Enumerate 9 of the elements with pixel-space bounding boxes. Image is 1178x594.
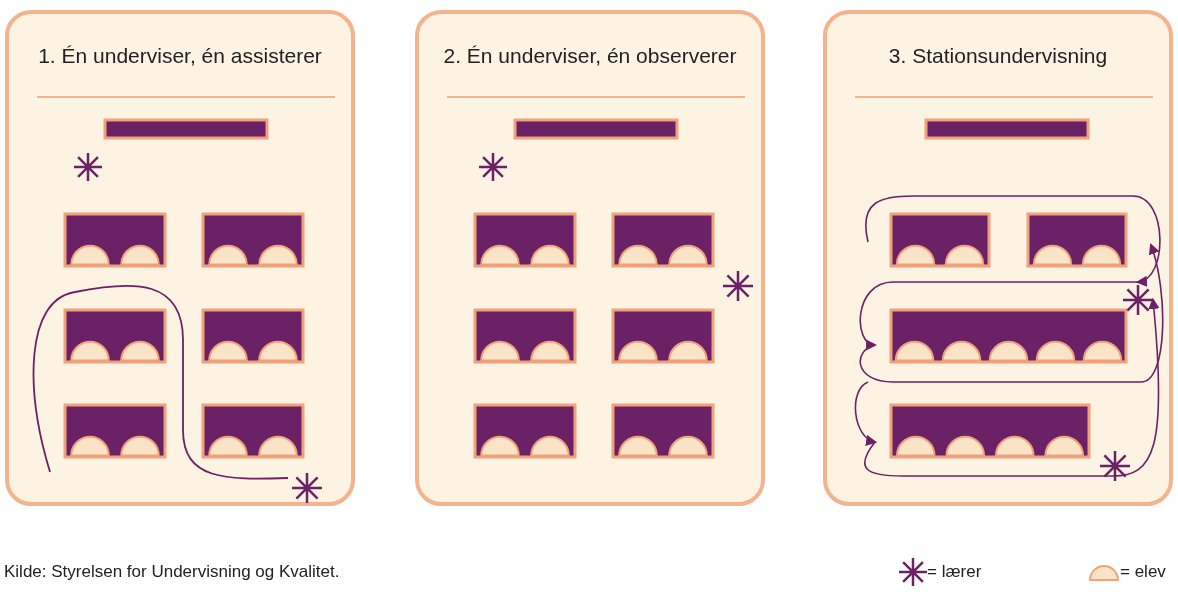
panel-card bbox=[415, 10, 765, 506]
panel-card bbox=[823, 10, 1173, 506]
panel-card bbox=[5, 10, 355, 506]
source-caption: Kilde: Styrelsen for Undervisning og Kvalitet. bbox=[4, 562, 340, 582]
panel-title: 1. Én underviser, én assisterer bbox=[37, 44, 323, 68]
panel-title: 3. Stationsundervisning bbox=[887, 44, 1109, 68]
panel-title: 2. Én underviser, én observerer bbox=[442, 44, 738, 68]
legend-label: = lærer bbox=[927, 562, 982, 582]
legend-label: = elev bbox=[1120, 562, 1166, 582]
